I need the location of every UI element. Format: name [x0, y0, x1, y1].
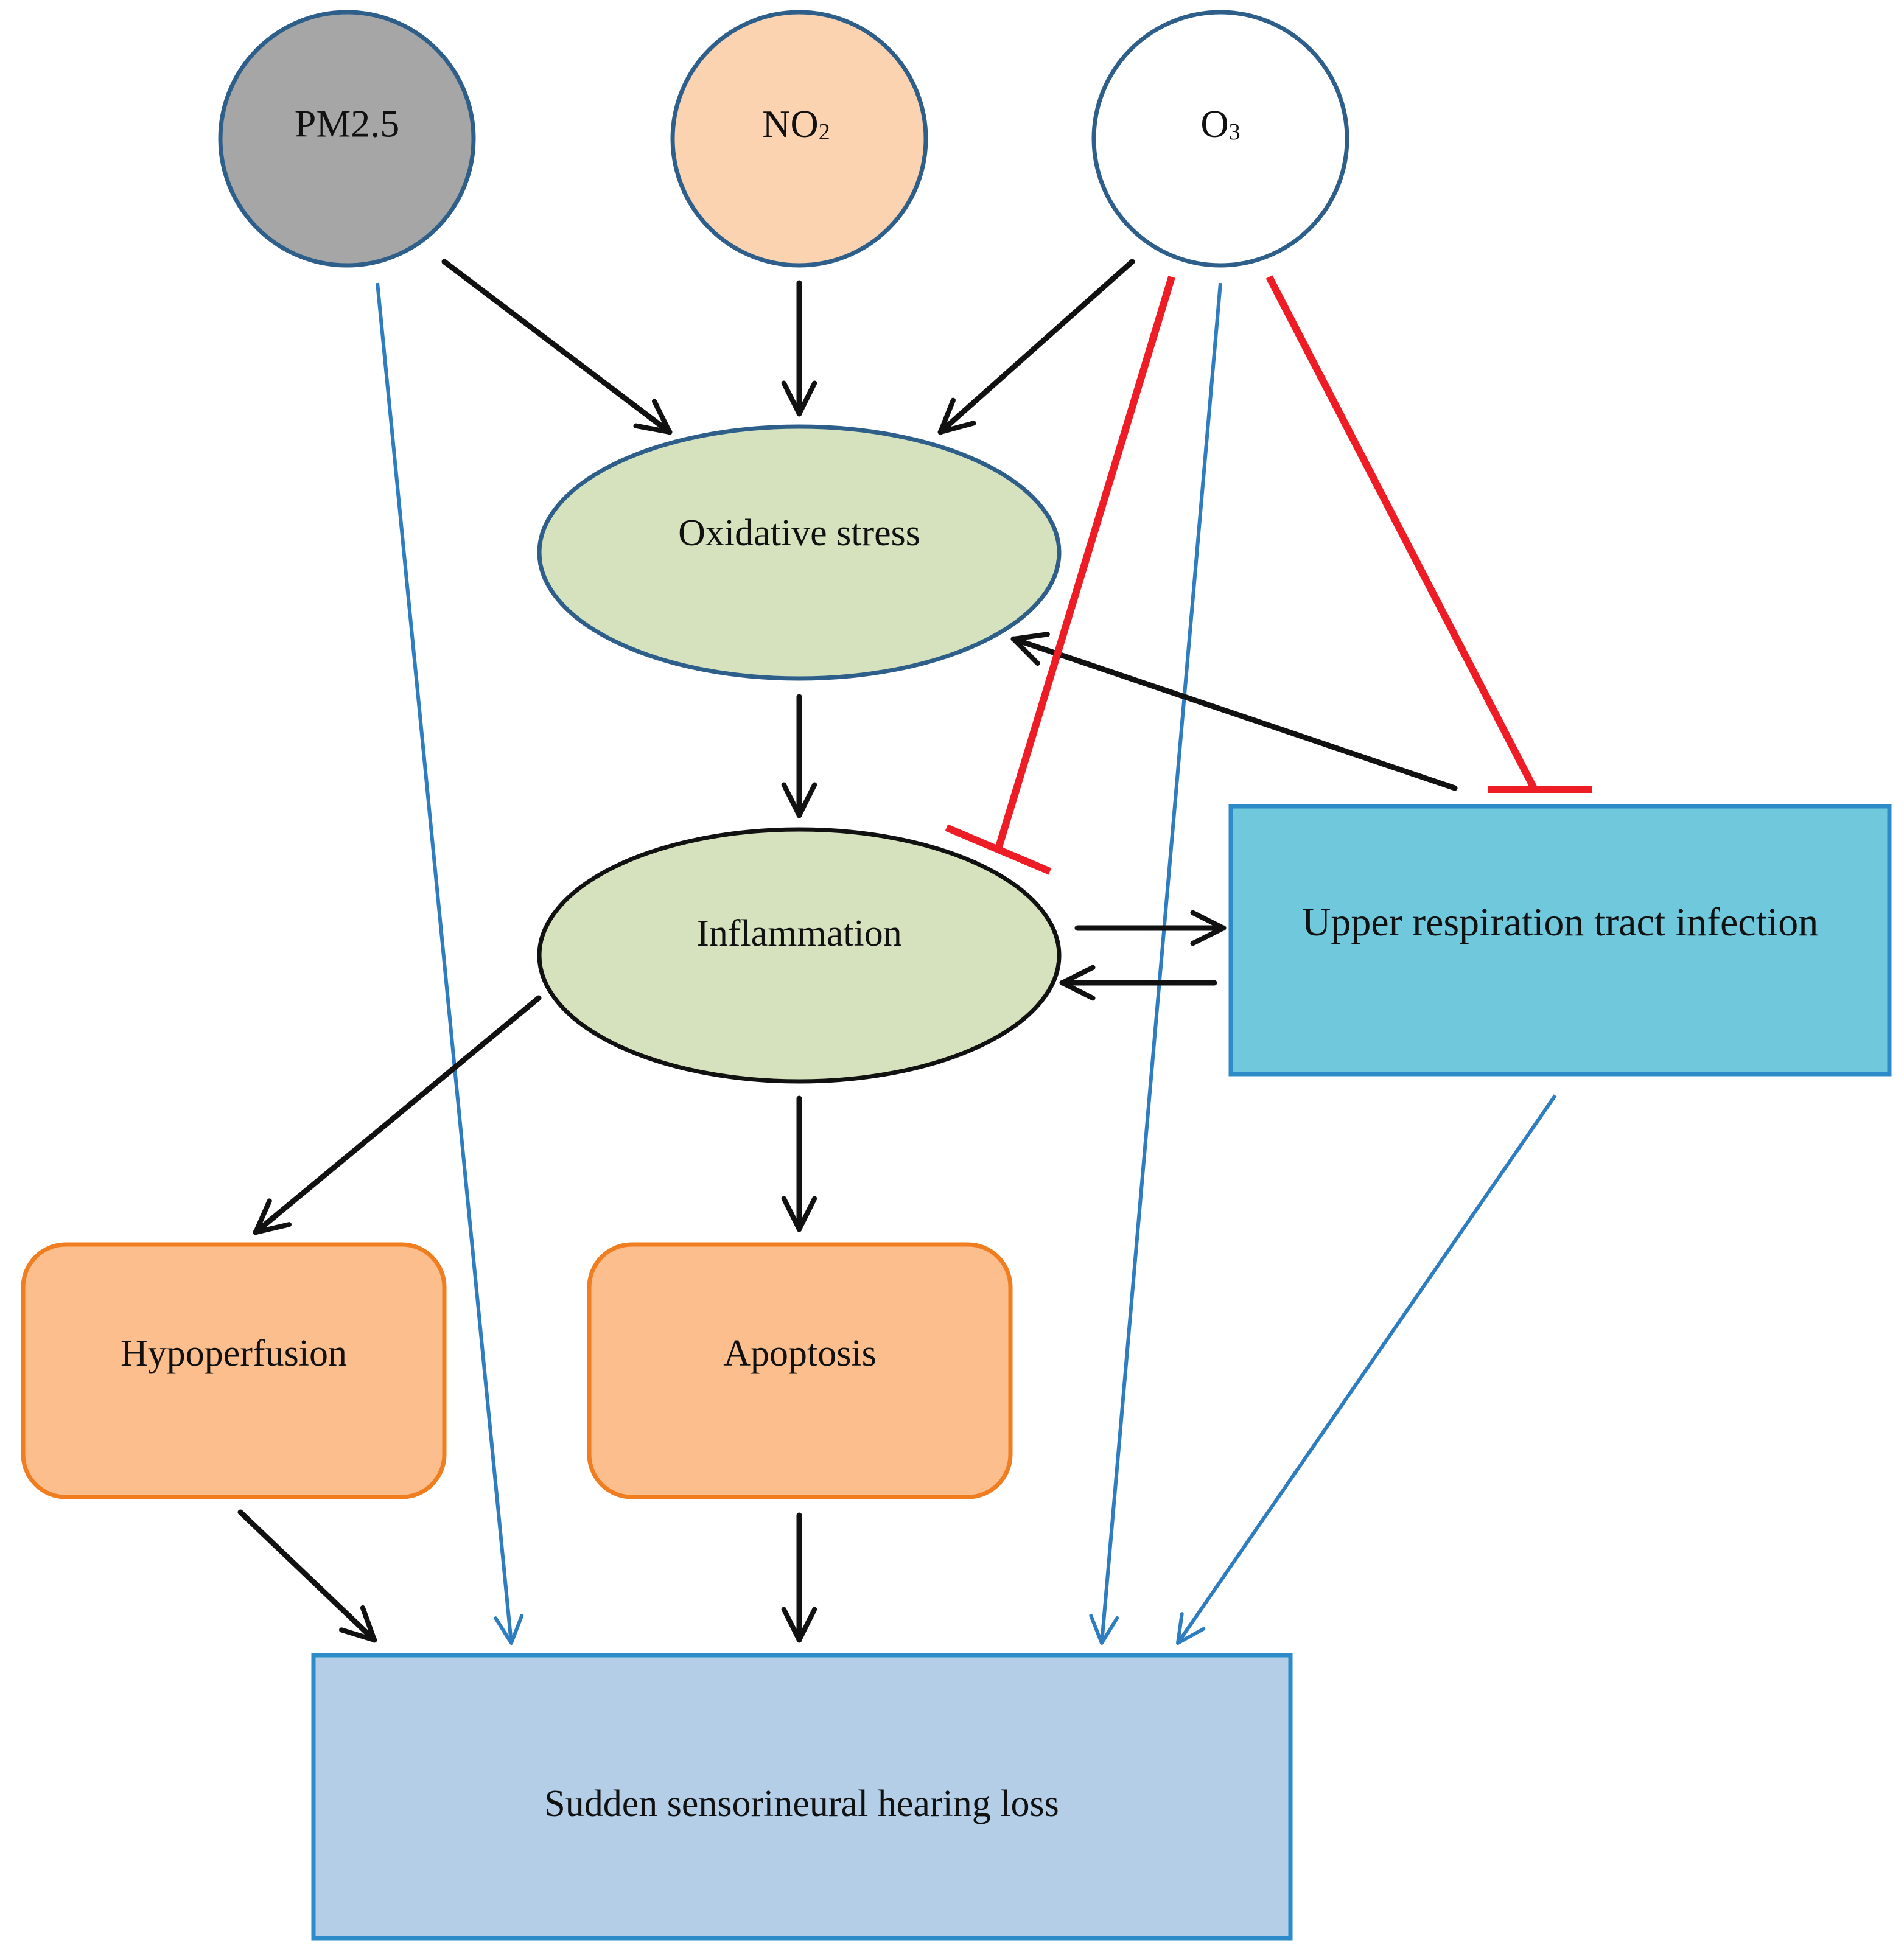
hypoperfusion-box [21, 1242, 447, 1499]
arrow-o3-to-oxidative-stress [937, 259, 1135, 435]
no2-label-main: NO [762, 102, 818, 145]
inflammation-ellipse [537, 827, 1062, 1084]
o3-label-subscript: 3 [1229, 119, 1241, 145]
inhibit-o3-to-urti [1265, 275, 1538, 790]
hypoperfusion-label: Hypoperfusion [121, 1333, 347, 1374]
apoptosis-label: Apoptosis [723, 1333, 876, 1374]
node-inflammation: Inflammation [537, 827, 1062, 1084]
node-sshl: Sudden sensorineural hearing loss [311, 1653, 1293, 1941]
arrow-urti-to-sshl [1176, 1094, 1557, 1645]
arrow-urti-to-oxidative-stress [1010, 632, 1458, 791]
node-no2: NO2 [670, 10, 928, 268]
oxidative-stress-ellipse [537, 424, 1062, 681]
no2-label: NO2 [762, 102, 830, 145]
inhibit-o3-to-inflammation [995, 276, 1175, 850]
o3-circle [1091, 10, 1349, 268]
node-pm25: PM2.5 [218, 10, 476, 268]
o3-label: O3 [1200, 102, 1240, 145]
oxidative-stress-label: Oxidative stress [678, 512, 920, 554]
arrow-hypoperfusion-to-sshl [237, 1509, 377, 1643]
direct-effect-arrows [376, 282, 1557, 1645]
inflammation-label: Inflammation [696, 913, 901, 954]
arrow-o3-to-sshl [1089, 282, 1222, 1645]
urti-label: Upper respiration tract infection [1302, 900, 1819, 944]
pm25-circle [218, 10, 476, 268]
apoptosis-box [587, 1242, 1013, 1499]
sshl-label: Sudden sensorineural hearing loss [544, 1783, 1059, 1824]
urti-box [1228, 804, 1892, 1077]
arrow-pm25-to-oxidative-stress [441, 259, 673, 435]
arrow-inflammation-to-hypoperfusion [253, 995, 542, 1235]
activation-arrows [237, 259, 1458, 1643]
inhibit-o3-to-inflammation-bar [945, 824, 1052, 875]
node-apoptosis: Apoptosis [587, 1242, 1013, 1499]
inhibition-lines [945, 275, 1592, 875]
arrow-pm25-to-sshl [376, 282, 524, 1645]
node-oxidative-stress: Oxidative stress [537, 424, 1062, 681]
node-hypoperfusion: Hypoperfusion [21, 1242, 447, 1499]
sshl-box [311, 1653, 1293, 1941]
o3-label-main: O [1200, 102, 1228, 145]
node-o3: O3 [1091, 10, 1349, 268]
no2-label-subscript: 2 [819, 119, 830, 145]
no2-circle [670, 10, 928, 268]
node-urti: Upper respiration tract infection [1228, 804, 1892, 1077]
pm25-label: PM2.5 [295, 102, 400, 145]
